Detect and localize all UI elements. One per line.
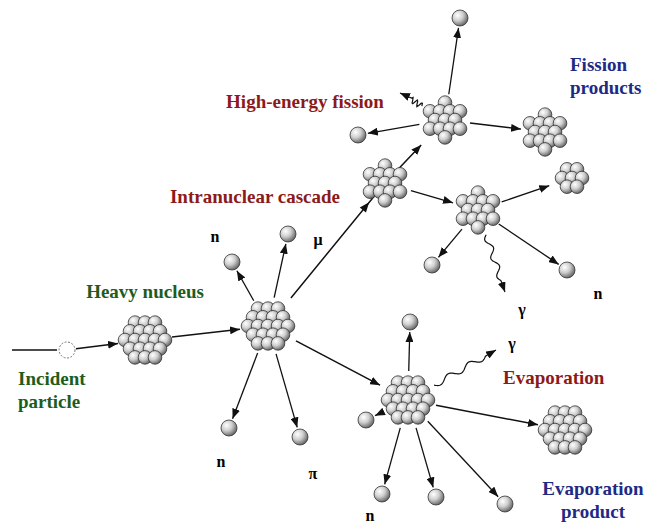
- particle-symbol: μ: [313, 232, 322, 248]
- nucleus-cluster: [521, 108, 569, 156]
- emitted-particle: [350, 127, 366, 143]
- emission-arrow: [409, 332, 410, 371]
- cascade-nucleus: Intranuclear cascade: [240, 298, 296, 354]
- emission-arrow: [411, 191, 453, 203]
- emission-arrow: [502, 186, 550, 202]
- node-label: Heavy nucleus: [60, 281, 230, 304]
- emitted-particle: [221, 420, 237, 436]
- particle-symbol: n: [594, 286, 603, 302]
- gamma-ray: [400, 93, 422, 107]
- nucleon-ball: [538, 143, 552, 157]
- emission-arrow: [276, 354, 297, 428]
- emission-arrow: [385, 428, 401, 484]
- particle-symbol: γ: [518, 302, 525, 318]
- emission-arrow: [416, 428, 433, 488]
- particles: [221, 10, 575, 512]
- emission-arrow: [368, 124, 420, 133]
- particle-symbol: γ: [508, 336, 515, 352]
- reaction-arrow: [470, 123, 521, 129]
- particle-symbol: n: [366, 508, 375, 524]
- node-label: Fission products: [570, 54, 650, 100]
- fragment-nucleus: [456, 186, 500, 234]
- particle-symbol: π: [309, 466, 318, 482]
- emission-arrow: [237, 271, 254, 301]
- nucleon-ball: [553, 134, 567, 148]
- gamma-ray: [434, 350, 496, 386]
- emission-arrow: [274, 244, 286, 298]
- reaction-arrow: [291, 145, 421, 298]
- emission-arrow: [233, 353, 258, 419]
- node-label: Evaporation product: [534, 478, 652, 524]
- emitted-particle: [402, 314, 418, 330]
- nucleon-ball: [471, 221, 485, 235]
- incident-particle-circle: [59, 342, 75, 358]
- emitted-particle: [358, 412, 374, 428]
- gamma-ray: [485, 235, 505, 292]
- emitted-particle: [224, 254, 240, 270]
- nucleon-ball: [271, 337, 285, 351]
- heavy-nucleus: Heavy nucleus: [118, 313, 172, 367]
- emission-arrow: [428, 421, 498, 496]
- nucleon-ball: [568, 441, 582, 455]
- emission-arrow: [438, 229, 462, 257]
- nucleon-ball: [438, 131, 452, 145]
- nucleon-ball: [148, 351, 162, 365]
- fragment-nucleus: [555, 163, 589, 194]
- nucleus-cluster: [118, 313, 172, 367]
- nucleon-ball: [393, 185, 407, 199]
- evaporation-product: Evaporation product: [538, 403, 592, 457]
- reaction-arrow: [172, 329, 240, 337]
- node-label: Evaporation: [503, 367, 643, 390]
- fragment-nuclei: [360, 159, 589, 234]
- nucleon-ball: [570, 180, 584, 194]
- fission-product: Fission products: [521, 108, 569, 156]
- nucleon-ball: [486, 212, 500, 226]
- particle-symbol: n: [211, 229, 220, 245]
- evaporation-nucleus: Evaporation: [380, 372, 436, 428]
- reaction-arrow: [76, 343, 118, 348]
- emission-arrow: [499, 224, 559, 264]
- nucleus-cluster: [240, 298, 296, 354]
- emission-arrow: [449, 28, 459, 94]
- reaction-arrow: [296, 341, 380, 385]
- emitted-particle: [497, 496, 513, 512]
- emission-arrow: [375, 412, 382, 415]
- emitted-particle: [559, 262, 575, 278]
- nucleon-ball: [378, 194, 392, 208]
- particle-symbol: n: [217, 454, 226, 470]
- node-label: High-energy fission: [205, 91, 405, 114]
- emitted-particle: [428, 489, 444, 505]
- node-label: Intranuclear cascade: [145, 186, 365, 209]
- incident-track: [12, 349, 57, 350]
- emitted-particle: [374, 486, 390, 502]
- emission-arrows: [12, 28, 559, 497]
- fission-nucleus: High-energy fission: [420, 95, 470, 145]
- fragment-nucleus: [363, 159, 407, 207]
- arrow-head: [360, 202, 369, 212]
- incident-particle-shape: [58, 341, 76, 359]
- nucleon-ball: [453, 122, 467, 136]
- nucleus-cluster: [420, 95, 470, 145]
- nucleus-cluster: [538, 403, 592, 457]
- reaction-arrow: [436, 405, 538, 424]
- emitted-particle: [292, 429, 308, 445]
- emitted-particle: [452, 10, 468, 26]
- node-label: Incident particle: [18, 368, 122, 414]
- emitted-particle: [280, 226, 296, 242]
- nucleon-ball: [411, 411, 425, 425]
- nucleus-cluster: [380, 372, 436, 428]
- incident-particle: Incident particle: [58, 341, 76, 359]
- emitted-particle: [424, 257, 440, 273]
